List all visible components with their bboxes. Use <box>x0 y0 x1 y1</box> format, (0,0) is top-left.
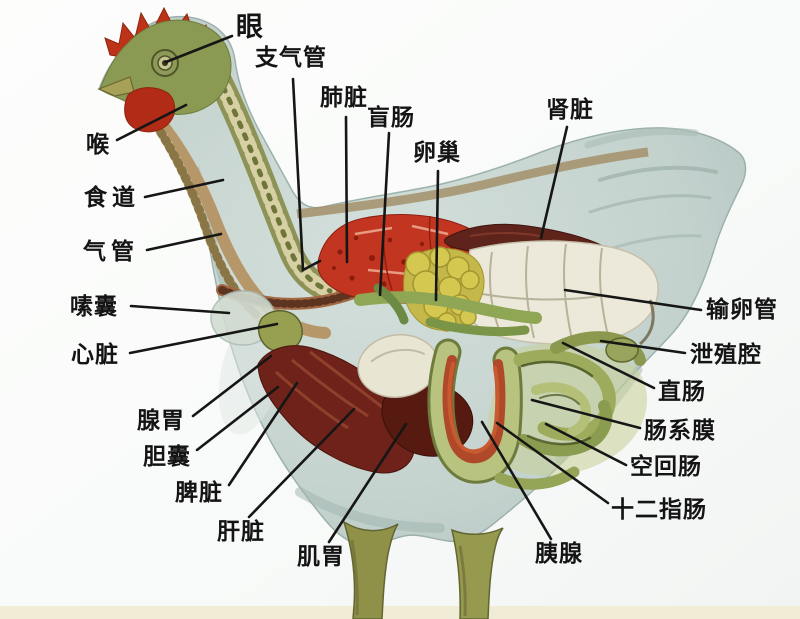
eye-shape <box>151 49 179 77</box>
bottom-band <box>0 606 800 619</box>
label-duodenum: 十二指肠 <box>611 497 707 522</box>
label-kidney: 肾脏 <box>546 97 594 122</box>
label-cecum: 盲肠 <box>367 105 415 130</box>
leader-line-jejunum-ileum <box>544 422 628 467</box>
leader-line-esophagus <box>143 178 225 199</box>
leader-line-kidney <box>539 125 569 240</box>
leader-line-crop <box>129 304 231 315</box>
leader-line-ovary <box>434 169 440 302</box>
leader-line-gizzard <box>327 422 408 544</box>
label-bronchus: 支气管 <box>255 45 327 70</box>
label-larynx: 喉 <box>86 132 110 157</box>
leader-line-lung <box>344 115 349 264</box>
label-spleen: 脾脏 <box>175 480 223 505</box>
organs <box>210 214 659 490</box>
leader-line-oviduct <box>563 288 703 312</box>
label-liver: 肝脏 <box>217 519 265 544</box>
duodenum-shape <box>427 338 523 484</box>
wattle-shape <box>124 87 176 133</box>
leader-line-trachea <box>145 232 223 252</box>
leader-line-mesentery <box>530 398 642 430</box>
label-esophagus: 食道 <box>84 185 140 210</box>
label-jejunum-ileum: 空回肠 <box>630 454 702 479</box>
label-ovary: 卵巢 <box>413 140 461 165</box>
leader-line-rectum <box>561 341 656 390</box>
label-gizzard: 肌胃 <box>297 544 345 569</box>
leader-line-cloaca <box>599 339 687 355</box>
label-lung: 肺脏 <box>320 85 368 110</box>
leader-line-gallbladder <box>195 385 280 452</box>
leader-line-bronchus <box>291 77 322 273</box>
leader-line-pancreas <box>480 420 553 541</box>
head-group <box>97 6 232 133</box>
heart-shape <box>257 310 303 353</box>
label-rectum: 直肠 <box>658 379 706 404</box>
leader-line-heart <box>128 322 279 355</box>
label-eye: 眼 <box>236 12 264 42</box>
leader-line-larynx <box>115 103 188 142</box>
leader-line-proventriculus <box>191 354 273 418</box>
label-oviduct: 输卵管 <box>706 297 778 322</box>
label-mesentery: 肠系膜 <box>644 418 716 443</box>
ovary-shape <box>403 246 485 332</box>
leader-line-eye <box>164 34 234 64</box>
label-crop: 嗉囊 <box>70 294 118 319</box>
legs <box>342 520 504 619</box>
label-cloaca: 泄殖腔 <box>690 342 762 367</box>
intestine-coils <box>494 349 616 490</box>
leader-line-liver <box>247 407 356 519</box>
label-trachea: 气管 <box>83 239 139 264</box>
label-gallbladder: 胆囊 <box>143 444 191 469</box>
leader-lines <box>115 34 703 544</box>
label-heart: 心脏 <box>71 342 119 367</box>
leader-line-spleen <box>227 381 299 487</box>
label-proventriculus: 腺胃 <box>137 408 185 433</box>
leader-line-duodenum <box>495 421 610 505</box>
body-wall-rim <box>296 147 649 219</box>
label-pancreas: 胰腺 <box>535 541 583 566</box>
leader-line-cecum <box>378 131 391 297</box>
